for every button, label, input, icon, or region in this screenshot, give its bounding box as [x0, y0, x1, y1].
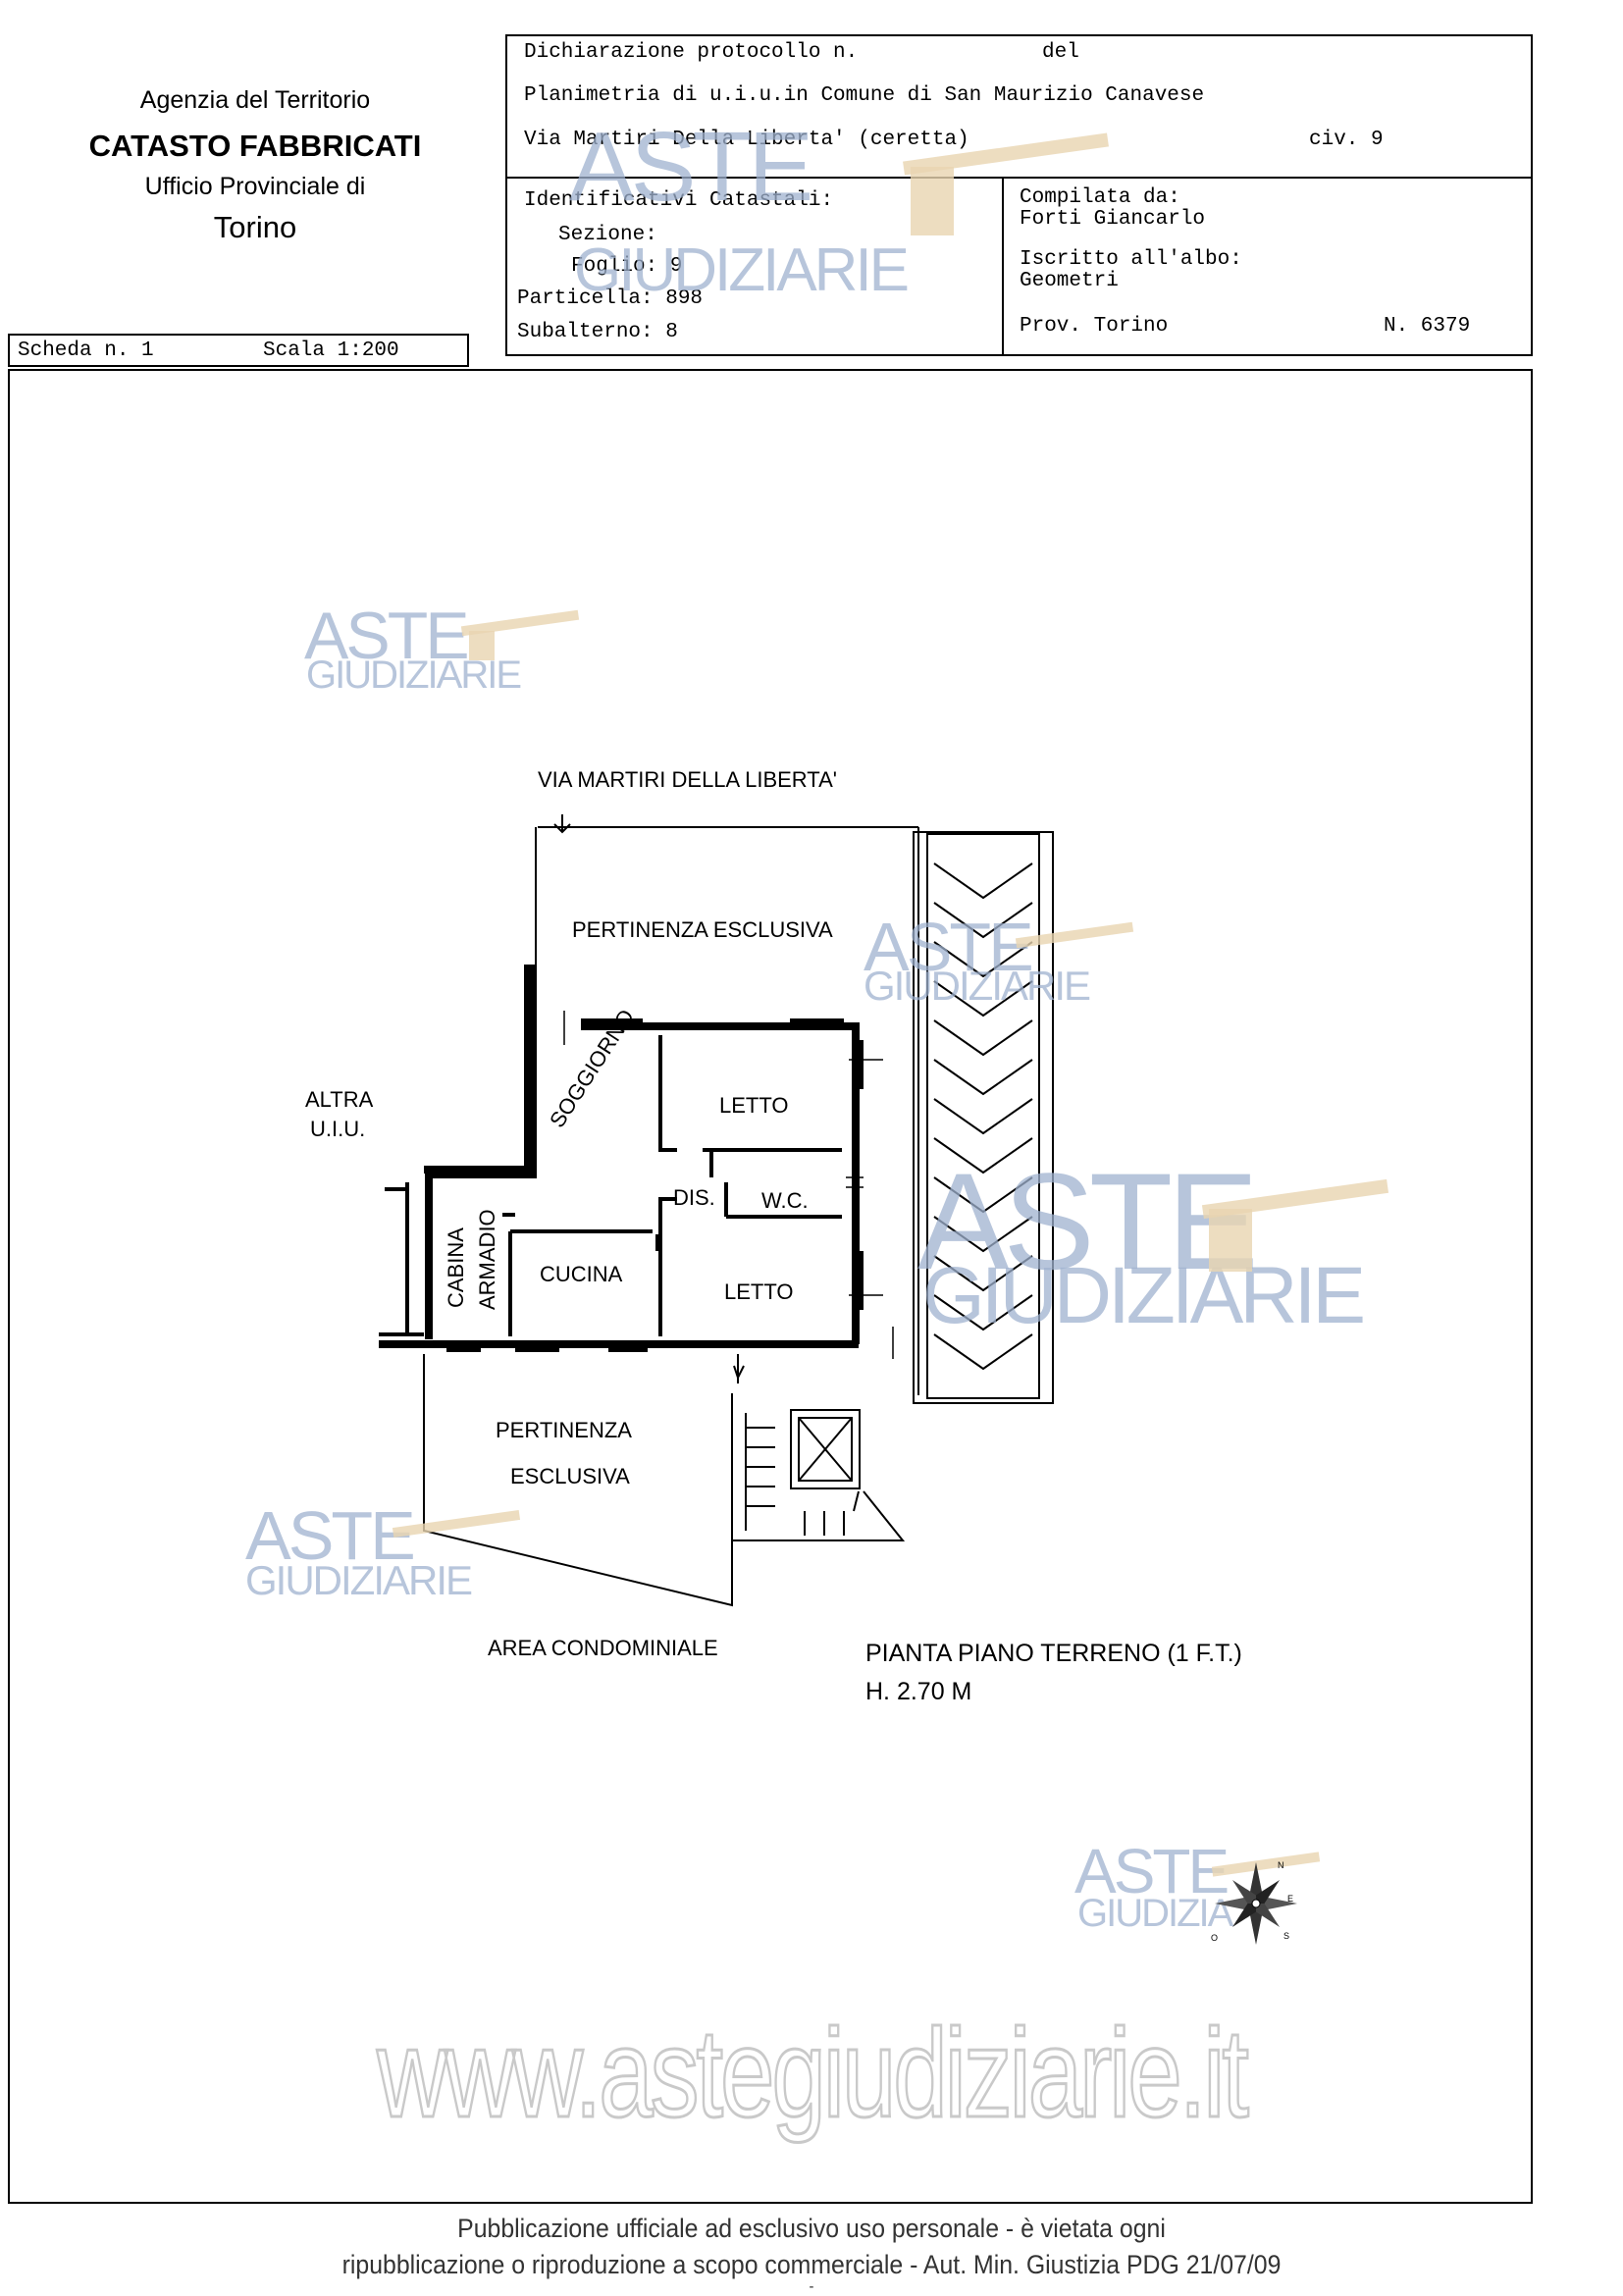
particella: Particella: 898: [517, 287, 704, 310]
compass-o: O: [1211, 1933, 1218, 1943]
street-label: VIA MARTIRI DELLA LIBERTA': [538, 767, 837, 792]
pertinenza-bottom-label-1: PERTINENZA: [496, 1418, 632, 1442]
watermark-giudiziarie: GIUDIZIARIE: [245, 1557, 473, 1603]
watermark-giudiziarie: GIUDIZIARIE: [864, 963, 1091, 1009]
watermark-aste: ASTE: [864, 909, 1034, 985]
albo-title: Iscritto all'albo:: [1020, 248, 1242, 271]
province: Prov. Torino: [1020, 315, 1169, 338]
agency-name: Agenzia del Territorio: [139, 86, 371, 114]
pertinenza-top-label: PERTINENZA ESCLUSIVA: [572, 917, 833, 942]
footer-line-2: ripubblicazione o riproduzione a scopo c…: [341, 2250, 1282, 2279]
gavel-icon: [469, 631, 495, 660]
compass-n: N: [1278, 1860, 1284, 1870]
watermark-aste: ASTE: [1074, 1836, 1230, 1906]
footer-line-3: -: [809, 2278, 814, 2295]
watermark-giudizia: GIUDIZIA: [1077, 1892, 1233, 1935]
watermark-aste: ASTE: [569, 112, 813, 222]
compass-e: E: [1287, 1894, 1293, 1904]
identifiers-title: Identificativi Catastali:: [524, 189, 834, 212]
watermark-url: www.astegiudiziarie.it: [376, 2003, 1250, 2146]
watermark-giudiziarie: GIUDIZIARIE: [306, 653, 522, 697]
watermark-aste: ASTE: [304, 599, 470, 673]
watermark-giudiziarie: GIUDIZIARIE: [574, 236, 910, 304]
office-label: Ufficio Provinciale di: [144, 173, 366, 200]
room-wc-label: W.C.: [761, 1188, 809, 1213]
room-armadio-label: ARMADIO: [475, 1209, 499, 1310]
drawing-frame: [8, 369, 1533, 2204]
watermark-giudiziarie: GIUDIZIARIE: [922, 1251, 1366, 1340]
gavel-icon: [911, 167, 954, 235]
subalterno: Subalterno: 8: [517, 321, 678, 343]
scheda-box: Scheda n. 1 Scala 1:200: [8, 334, 469, 367]
civic-number: civ. 9: [1309, 129, 1384, 151]
compass-s: S: [1283, 1931, 1289, 1941]
room-letto-top-label: LETTO: [719, 1093, 789, 1118]
footer-line-1: Pubblicazione ufficiale ad esclusivo uso…: [457, 2214, 1166, 2243]
altra-uiu-label-1: ALTRA: [305, 1087, 374, 1112]
divider: [507, 177, 1531, 179]
altra-uiu-label-2: U.I.U.: [310, 1117, 366, 1141]
pertinenza-bottom-label-2: ESCLUSIVA: [510, 1464, 630, 1488]
foglio: Foglio: 9: [571, 255, 683, 278]
room-cucina-label: CUCINA: [540, 1262, 623, 1286]
declaration-box: Dichiarazione protocollo n. del Planimet…: [505, 34, 1533, 356]
office-city: Torino: [213, 210, 297, 244]
divider: [1002, 177, 1004, 354]
registration-number: N. 6379: [1384, 315, 1471, 338]
watermark-aste: ASTE: [245, 1497, 416, 1574]
watermark-aste: ASTE: [917, 1144, 1259, 1298]
plan-title: PIANTA PIANO TERRENO (1 F.T.): [865, 1640, 1242, 1667]
room-letto-bottom-label: LETTO: [724, 1279, 794, 1304]
compass-rose-icon: N E S O: [1211, 1860, 1297, 1945]
scheda-scale: Scala 1:200: [263, 339, 399, 362]
room-cabina-label: CABINA: [444, 1227, 468, 1308]
catasto-title: CATASTO FABBRICATI: [88, 129, 422, 163]
albo-name: Geometri: [1020, 270, 1119, 292]
area-condominiale-label: AREA CONDOMINIALE: [488, 1636, 718, 1660]
compiler-name: Forti Giancarlo: [1020, 208, 1206, 231]
scheda-number: Scheda n. 1: [18, 339, 154, 362]
address-line: Via Martiri Della Liberta' (ceretta): [524, 129, 969, 151]
room-dis-label: DIS.: [673, 1185, 715, 1210]
planimetria-line: Planimetria di u.i.u.in Comune di San Ma…: [524, 84, 1205, 107]
compiler-title: Compilata da:: [1020, 186, 1180, 209]
protocol-date-label: del: [1042, 41, 1079, 64]
plan-height: H. 2.70 M: [865, 1678, 972, 1705]
sezione: Sezione:: [558, 224, 657, 246]
protocol-label: Dichiarazione protocollo n.: [524, 41, 859, 64]
gavel-icon: [1209, 1209, 1252, 1272]
